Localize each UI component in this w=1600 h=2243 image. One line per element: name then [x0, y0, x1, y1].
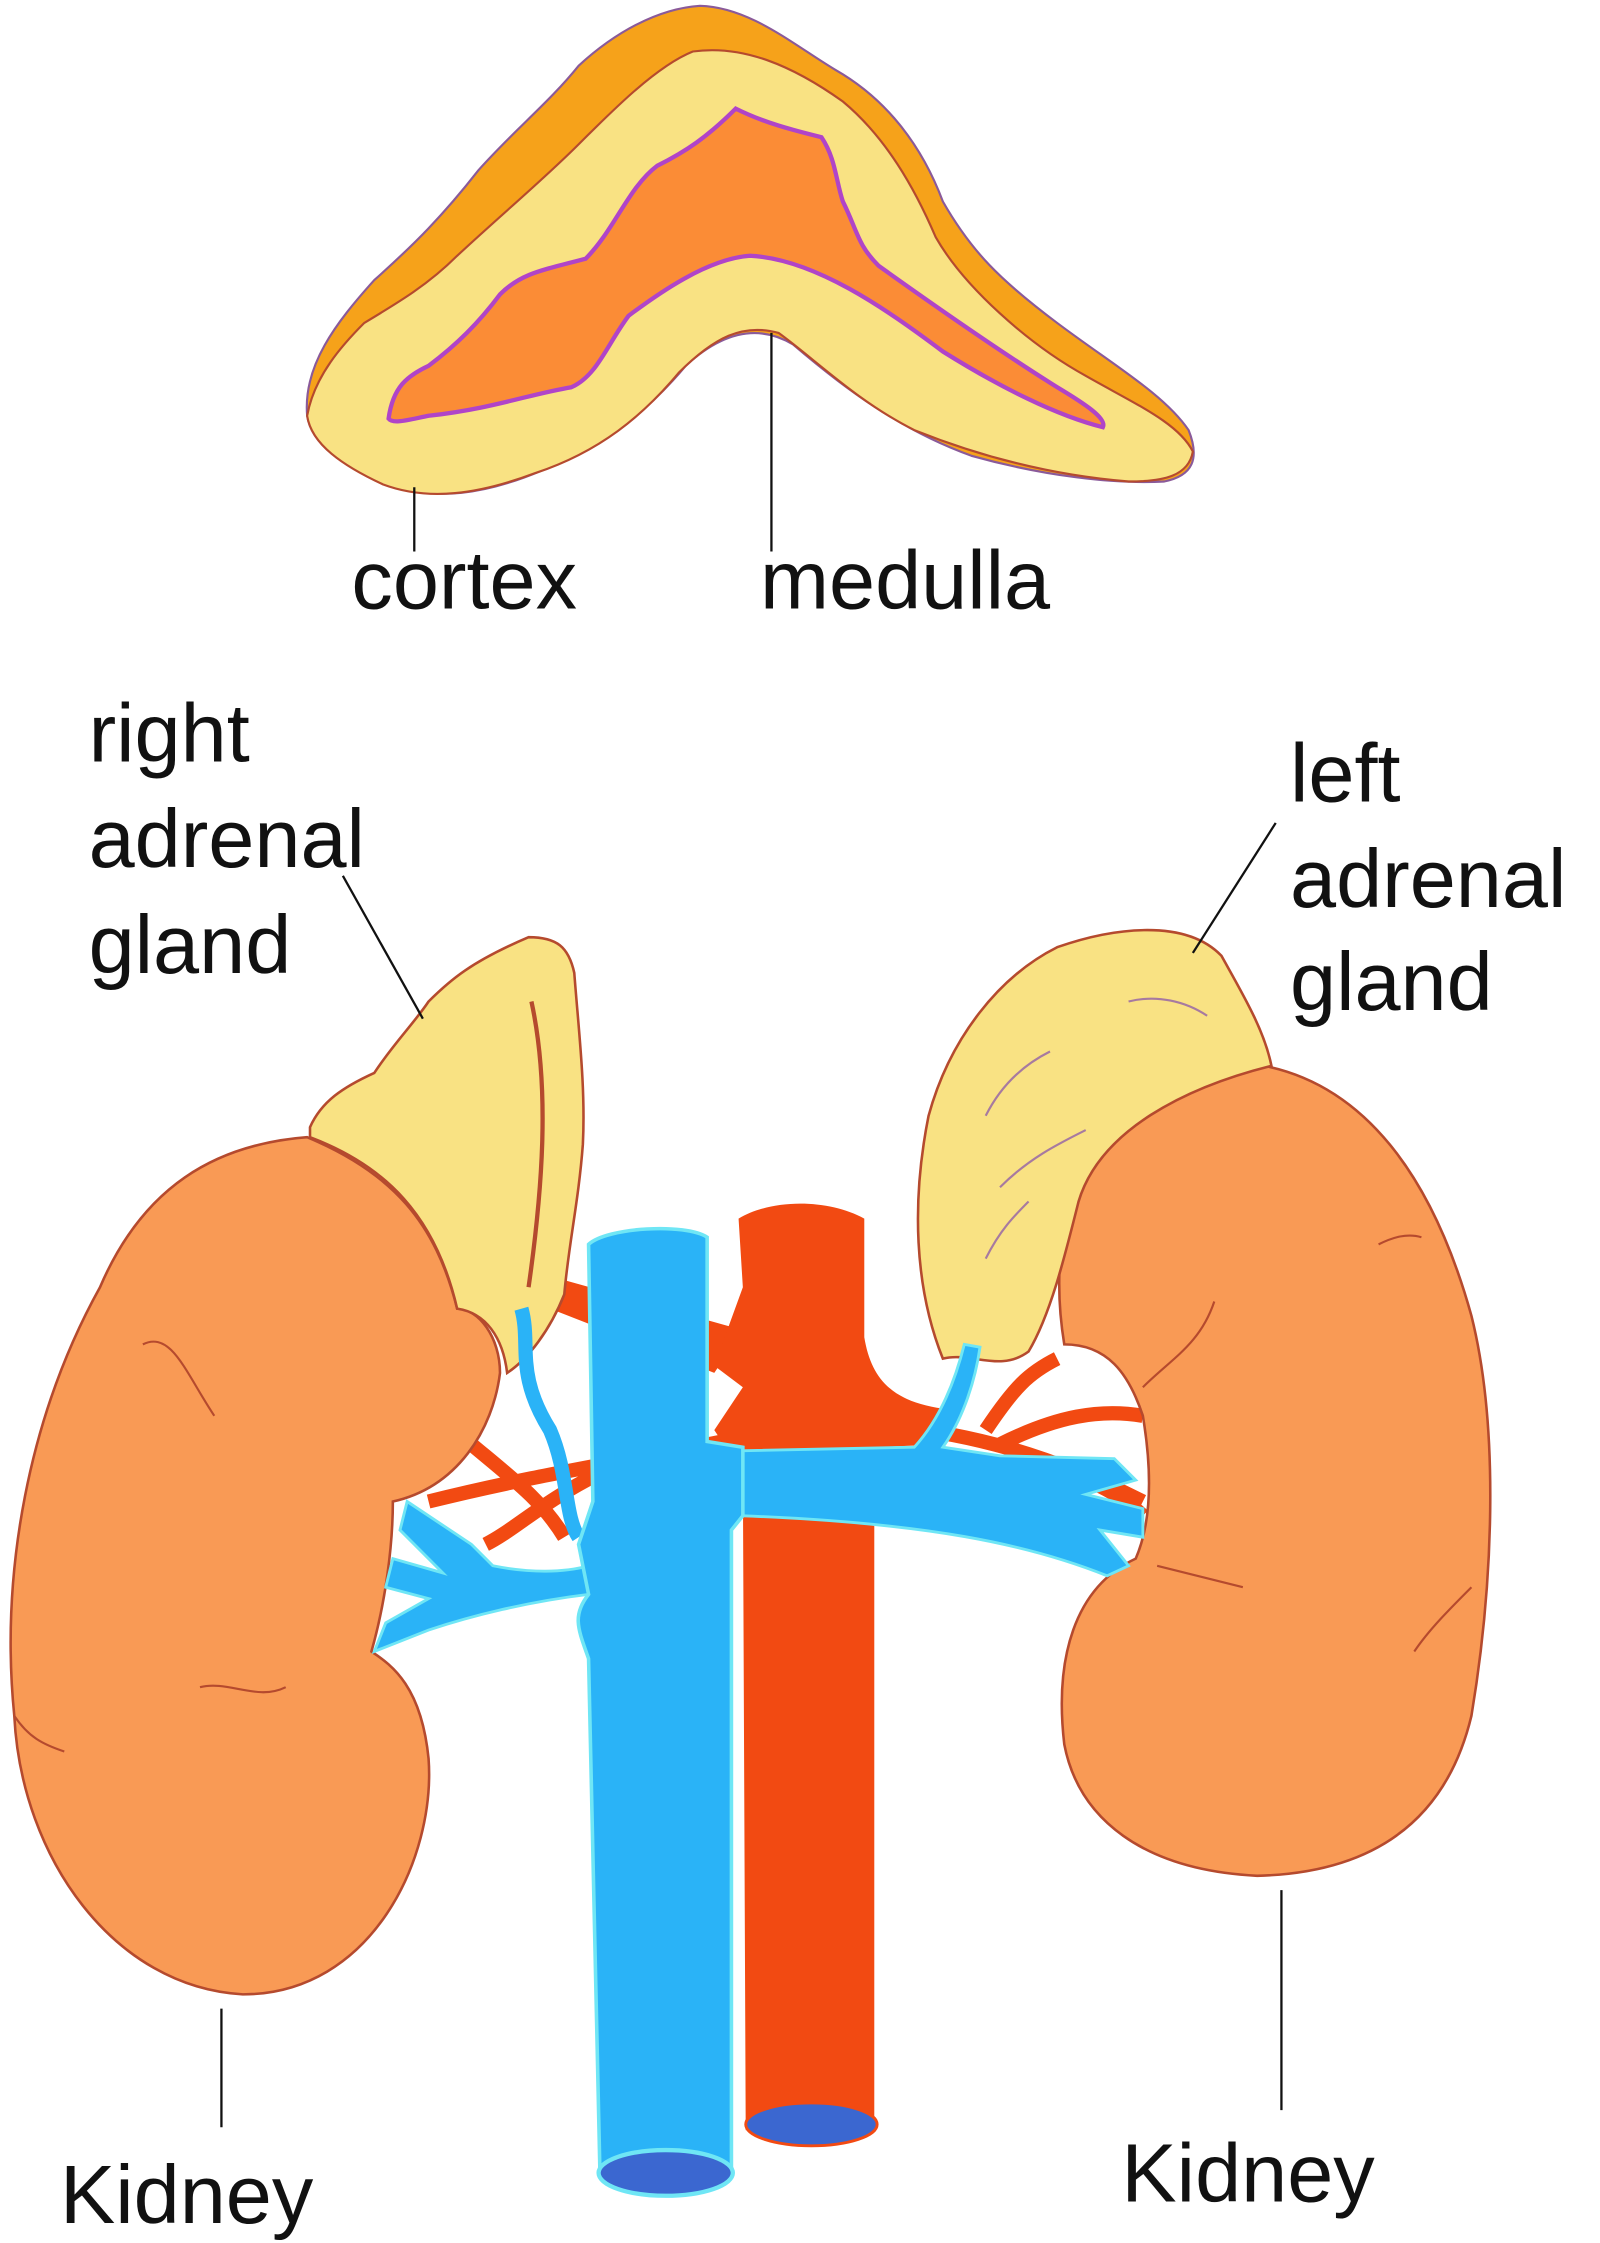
adrenal-vein-right-blue	[514, 1306, 585, 1542]
right-kidney	[9, 1135, 502, 1996]
kidney-right-label: Kidney	[1121, 2127, 1375, 2220]
left-kidney-crease	[1142, 1234, 1473, 1653]
left-adrenal-label-line1: left	[1290, 727, 1401, 820]
adrenal-cross-section: cortex medulla	[305, 4, 1195, 627]
right-adrenal-label-line3: gland	[89, 898, 292, 991]
left-adrenal-texture	[984, 997, 1208, 1260]
right-adrenal-label: right adrenal gland	[89, 687, 424, 1020]
right-adrenal-gland	[308, 935, 585, 1376]
left-adrenal-label-line2: adrenal	[1290, 832, 1566, 925]
right-adrenal-leader-line	[341, 875, 424, 1020]
cortex-label: cortex	[351, 534, 577, 627]
aorta-opening	[744, 2101, 879, 2148]
right-adrenal-label-line2: adrenal	[89, 792, 365, 885]
renal-vein-right	[371, 1499, 590, 1655]
vena-cava	[371, 1226, 1145, 2198]
renal-vein-left	[705, 1342, 1145, 1578]
renal-arteries-right	[856, 1352, 1148, 1521]
medulla-region	[386, 106, 1106, 430]
left-adrenal-leader-line	[1191, 822, 1277, 954]
left-adrenal-label-line3: gland	[1290, 935, 1493, 1028]
right-adrenal-label-line1: right	[89, 687, 250, 780]
left-adrenal-gland	[916, 928, 1273, 1363]
left-adrenal-label: left adrenal gland	[1191, 727, 1566, 1028]
kidney-left-label: Kidney	[60, 2148, 314, 2241]
inferior-vena-cava	[576, 1226, 745, 2178]
adrenal-vein-right	[526, 1001, 545, 1288]
right-kidney-crease	[13, 1340, 287, 1753]
medulla-label: medulla	[760, 534, 1051, 627]
vena-cava-opening	[596, 2147, 735, 2198]
aorta-trunk	[714, 1203, 943, 2131]
